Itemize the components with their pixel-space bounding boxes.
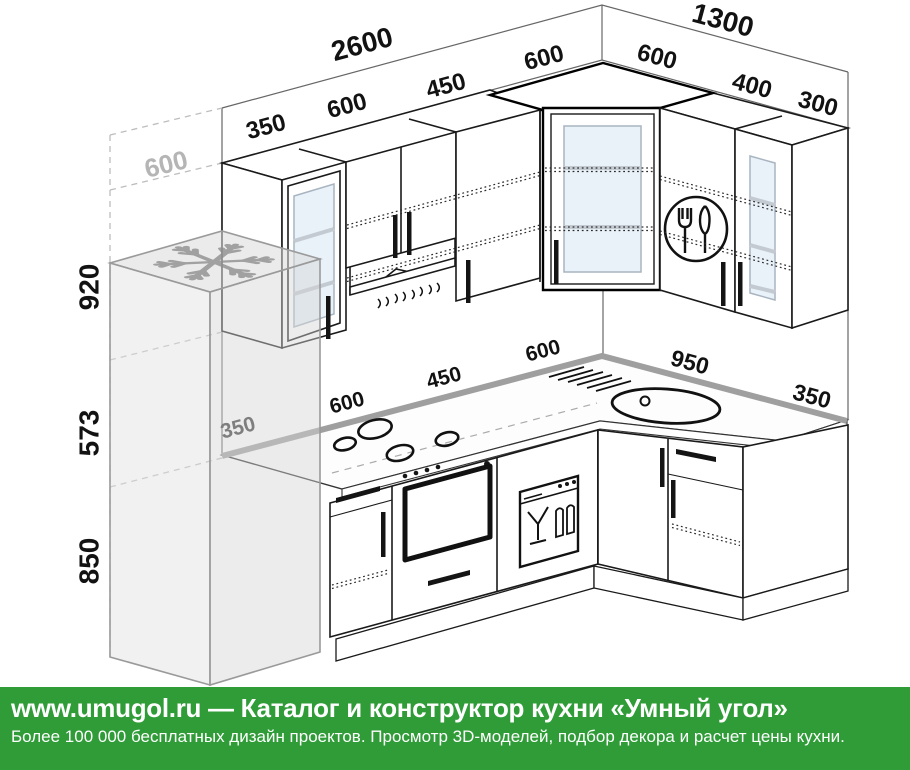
kitchen-drawing: 2600 1300 350 600 450 600 600 400 300 60…: [74, 0, 851, 687]
dim-upper-right-600: 600: [634, 39, 680, 75]
oven-icon: [402, 461, 493, 586]
footer-banner: www.umugol.ru — Каталог и конструктор ку…: [0, 687, 910, 770]
door-handle: [326, 296, 331, 339]
cooker-hood-icon: [349, 238, 456, 309]
plinth: [742, 568, 849, 621]
base-cabinets: [329, 424, 849, 662]
dim-counter-left-600b: 600: [523, 335, 563, 366]
sink-icon: [548, 366, 722, 425]
corner-wall-cabinet: [485, 61, 718, 292]
dim-wall-right-total: 1300: [689, 0, 757, 43]
wall-cabinets: [219, 89, 851, 350]
dim-height-573: 573: [74, 410, 105, 457]
dim-counter-left-450: 450: [424, 362, 464, 393]
dim-upper-left-600b: 600: [521, 40, 567, 76]
dim-wall-left-total: 2600: [328, 21, 396, 67]
hob-icon: [332, 418, 460, 463]
shelf-dotted-lines: [346, 167, 793, 283]
wall-cabinet-300-side: [791, 126, 849, 330]
cutlery-plate-icon: [663, 195, 729, 263]
dim-upper-left-600: 600: [324, 88, 370, 124]
dim-height-920: 920: [74, 264, 105, 311]
dim-counter-left-600: 600: [327, 387, 367, 418]
backsplash-strip: [221, 352, 848, 459]
dim-height-850: 850: [74, 538, 105, 585]
fridge-ghost: [107, 230, 323, 687]
dim-fridge-width-ghost: 600: [141, 144, 190, 184]
base-run-right-side: [742, 424, 849, 600]
wall-cabinets-right: [659, 106, 849, 330]
dishwasher-icon: [518, 474, 580, 569]
footer-subtitle: Более 100 000 бесплатных дизайн проектов…: [11, 727, 845, 746]
footer-title: www.umugol.ru — Каталог и конструктор ку…: [11, 693, 788, 723]
glass-door-pane: [563, 125, 642, 273]
dim-upper-left-350: 350: [243, 109, 289, 145]
glass-door-pane: [749, 155, 776, 301]
